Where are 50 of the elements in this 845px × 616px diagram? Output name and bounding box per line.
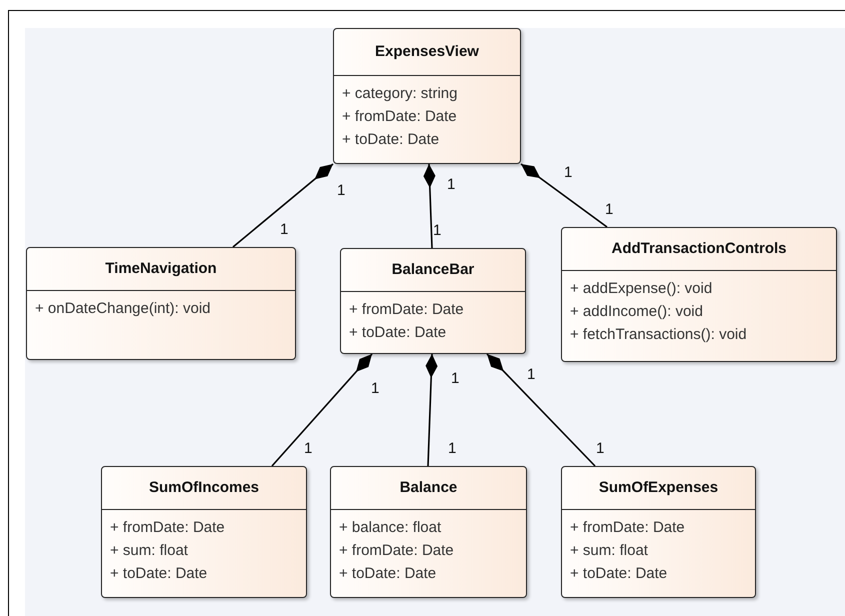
class-name: TimeNavigation <box>27 248 295 291</box>
multiplicity-label: 1 <box>605 202 614 217</box>
class-member: + toDate: Date <box>342 130 440 150</box>
class-member: + addIncome(): void <box>570 302 703 322</box>
multiplicity-label: 1 <box>564 165 572 180</box>
class-member: + fromDate: Date <box>339 541 454 561</box>
class-member: + addExpense(): void <box>570 279 712 299</box>
class-name: BalanceBar <box>341 249 525 292</box>
class-member: + category: string <box>342 84 458 104</box>
class-box <box>330 466 527 598</box>
class-member: + fromDate: Date <box>342 107 457 127</box>
class-member: + sum: float <box>570 541 648 561</box>
class-box <box>101 466 307 598</box>
class-box <box>561 227 837 362</box>
composition-line <box>232 163 334 248</box>
class-member: + balance: float <box>339 518 442 538</box>
class-member: + onDateChange(int): void <box>35 299 211 319</box>
multiplicity-label: 1 <box>280 222 288 237</box>
multiplicity-label: 1 <box>337 183 346 198</box>
class-member: + fromDate: Date <box>110 518 225 538</box>
class-member: + fromDate: Date <box>570 518 685 538</box>
multiplicity-label: 1 <box>433 223 442 238</box>
multiplicity-label: 1 <box>596 441 604 456</box>
composition-line <box>423 164 436 248</box>
multiplicity-label: 1 <box>304 441 312 456</box>
composition-line <box>486 353 596 467</box>
multiplicity-label: 1 <box>447 177 456 192</box>
multiplicity-label: 1 <box>448 441 456 456</box>
class-member: + toDate: Date <box>570 564 668 584</box>
class-box <box>26 247 296 360</box>
class-name: SumOfIncomes <box>102 467 306 510</box>
class-box <box>340 248 526 354</box>
class-member: + toDate: Date <box>110 564 208 584</box>
class-member: + toDate: Date <box>339 564 436 584</box>
class-name: ExpensesView <box>334 29 520 76</box>
class-member: + sum: float <box>110 541 188 561</box>
multiplicity-label: 1 <box>451 371 460 386</box>
class-name: SumOfExpenses <box>562 467 755 510</box>
composition-line <box>426 354 438 466</box>
class-member: + fromDate: Date <box>349 300 464 320</box>
composition-line <box>520 163 608 228</box>
class-member: + fetchTransactions(): void <box>570 325 747 345</box>
composition-line <box>271 353 373 467</box>
class-member: + toDate: Date <box>349 323 446 343</box>
class-box <box>333 28 521 164</box>
class-name: AddTransactionControls <box>562 228 836 271</box>
class-name: Balance <box>331 467 526 510</box>
class-box <box>561 466 756 598</box>
multiplicity-label: 1 <box>527 367 536 382</box>
multiplicity-label: 1 <box>371 381 380 396</box>
